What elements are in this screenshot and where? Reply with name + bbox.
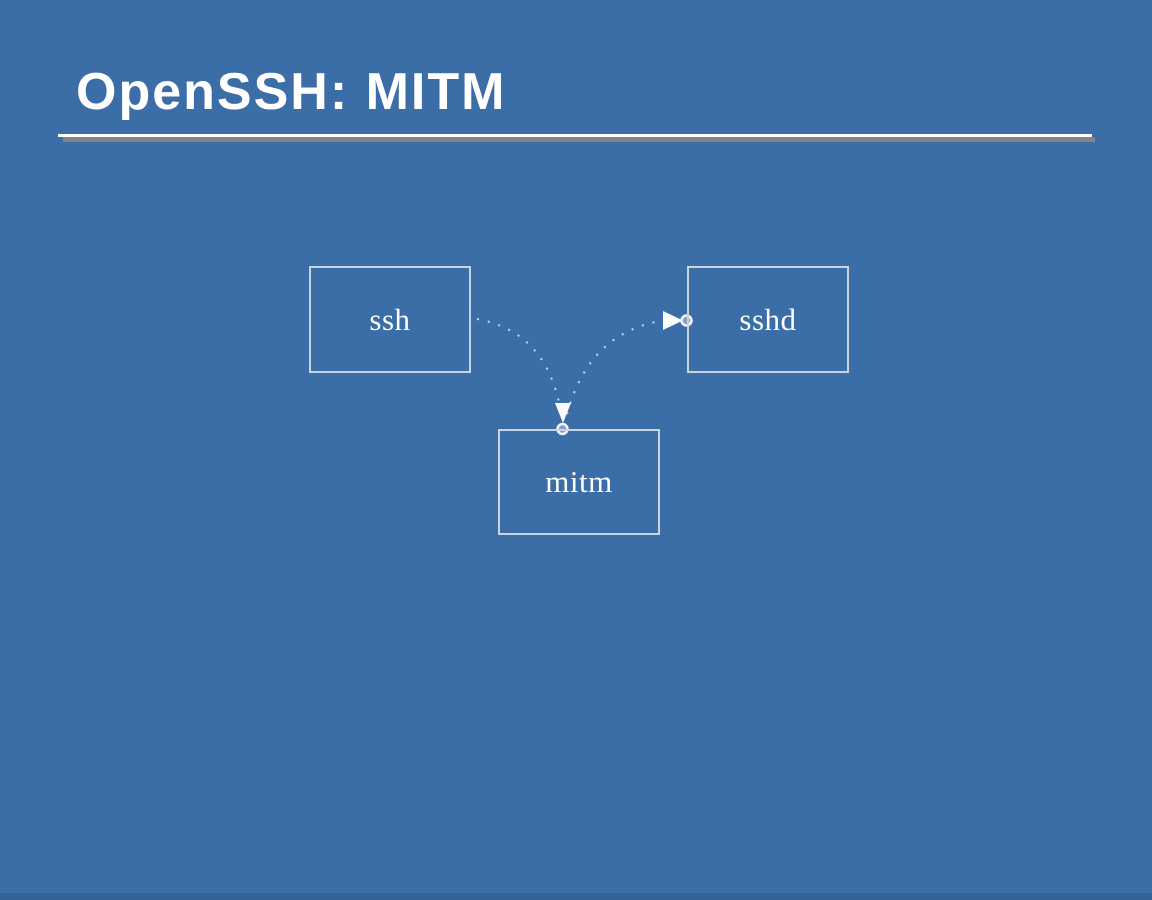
slide-title: OpenSSH: MITM — [76, 63, 507, 121]
slide-bottom-edge — [0, 893, 1152, 900]
node-ssh: ssh — [309, 266, 471, 373]
node-mitm-label: mitm — [545, 464, 613, 499]
connector-mitm-to-sshd — [566, 320, 662, 415]
node-sshd: sshd — [687, 266, 849, 373]
title-underline-shadow — [63, 137, 1095, 142]
arrowhead-down-icon — [555, 403, 571, 423]
node-mitm: mitm — [498, 429, 660, 535]
node-sshd-label: sshd — [739, 301, 797, 337]
title-underline — [58, 134, 1092, 137]
arrowhead-right-icon — [663, 311, 683, 330]
node-ssh-label: ssh — [369, 301, 411, 337]
connector-ssh-to-mitm — [476, 318, 562, 414]
